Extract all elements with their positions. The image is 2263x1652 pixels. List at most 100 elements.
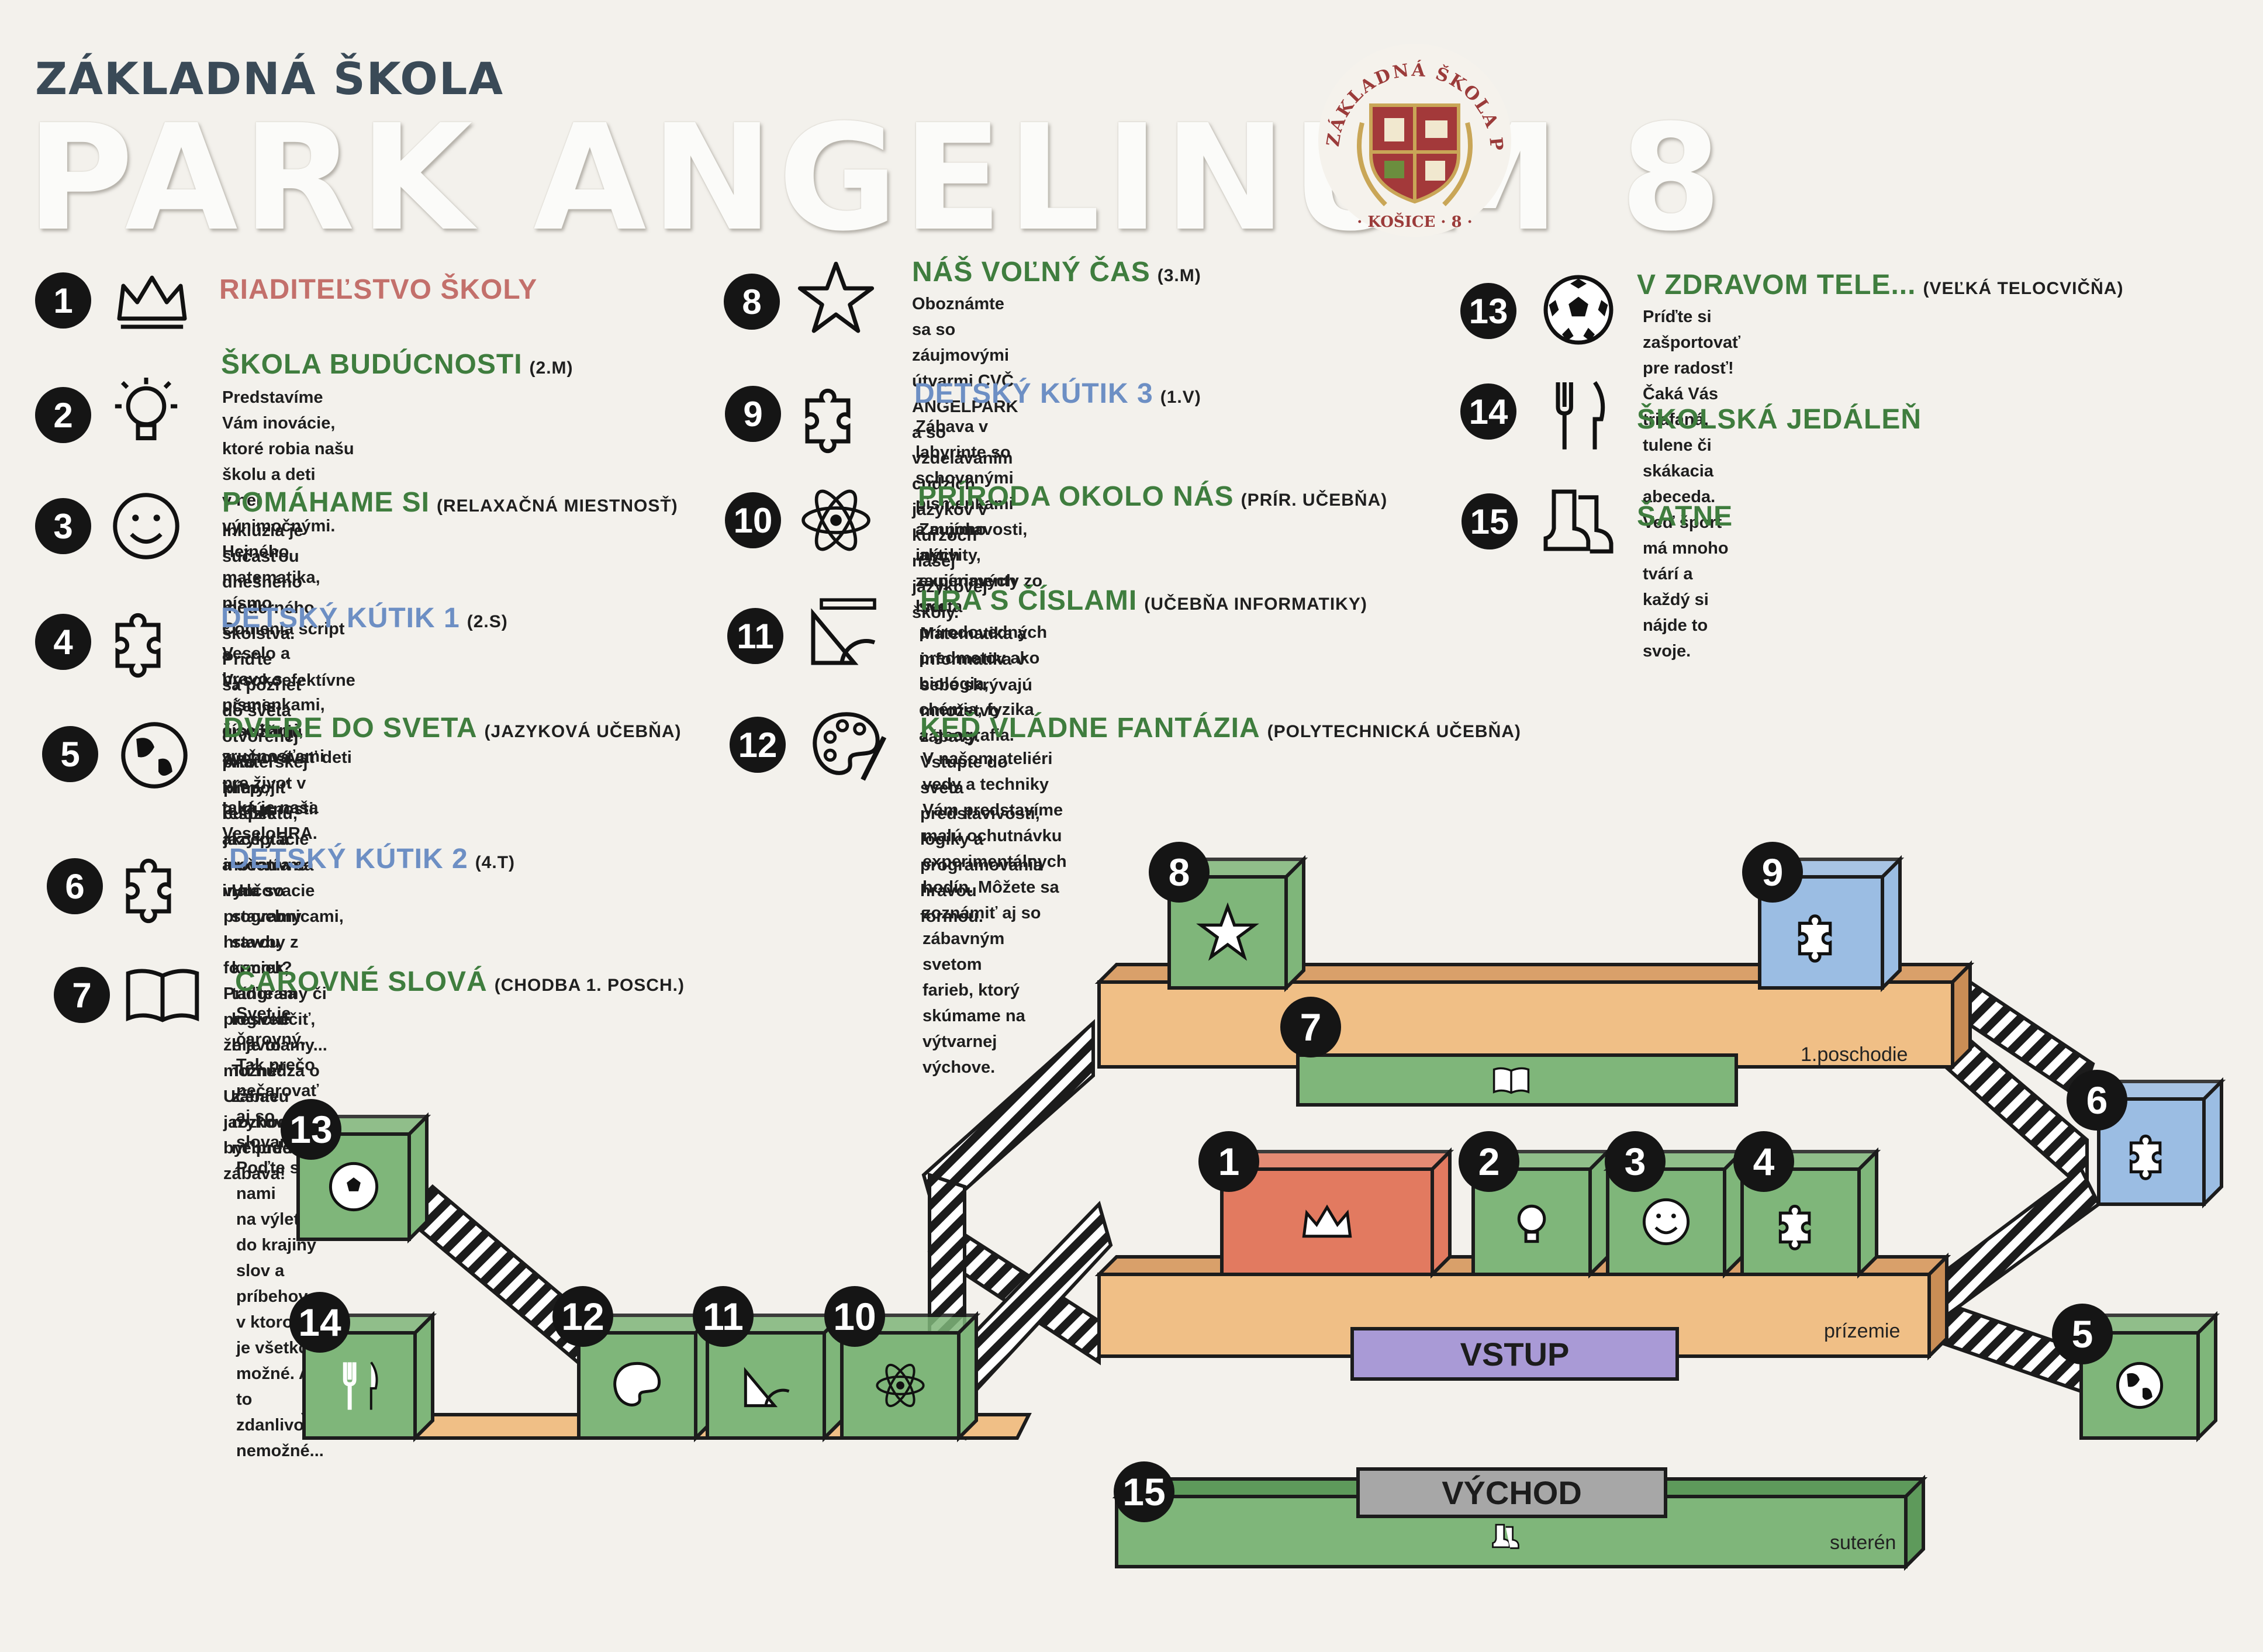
- legend-title-text: KEĎ VLÁDNE FANTÁZIA: [920, 713, 1260, 744]
- crown-icon: [1302, 1204, 1352, 1238]
- desc-line: Inklúzia je súčasťou dnešného moderného …: [222, 521, 315, 669]
- desc-line: Vstúpte do sveta predstavivosti, logiky …: [920, 753, 1043, 875]
- desc-line: Zaujímavosti, aktivity, experimenty zo s…: [919, 520, 1048, 642]
- room-cube-10: [837, 1311, 981, 1443]
- puzzle-icon: [1798, 914, 1832, 963]
- desc-line: Matematika a informatika v sebe skrývajú…: [920, 624, 1032, 746]
- legend-room-label: (4.T): [475, 853, 516, 872]
- geometry-tools-icon: [801, 593, 883, 675]
- legend-title: ŠKOLA BUDÚCNOSTI (2.M): [221, 348, 573, 381]
- atom-icon: [876, 1363, 925, 1408]
- star-icon: [795, 257, 877, 339]
- desc-line: sa pozrieť do sveta otvorenej priateľske…: [222, 676, 308, 823]
- legend-room-label: (2.M): [529, 358, 573, 378]
- desc-line: Zábava v labyrinte so schovanými písmenk…: [915, 417, 1014, 565]
- legend-description: Hra so stavebnicami, stavby z kociek, ta…: [232, 878, 344, 1161]
- map-badge-2: 2: [1459, 1131, 1519, 1192]
- svg-text:· KOŠICE · 8 ·: · KOŠICE · 8 ·: [1357, 212, 1472, 231]
- legend-title: DETSKÝ KÚTIK 2(4.T): [229, 843, 515, 875]
- legend-description: Predstavíme Vám inovácie, ktoré robia na…: [222, 385, 355, 822]
- cube-side: [1431, 1147, 1452, 1279]
- cube-side: [413, 1311, 434, 1443]
- legend-number: 3: [35, 498, 91, 554]
- desc-line: Hra so stavebnicami, stavby z kociek, ta…: [232, 882, 344, 1029]
- globe-icon: [2116, 1361, 2164, 1409]
- legend-room-label: (3.M): [1157, 266, 1201, 285]
- legend-room-label: (1.V): [1160, 388, 1201, 407]
- desc-line: Príďte si zašportovať pre radosť! Čaká V…: [1643, 307, 1740, 481]
- map-badge-12: 12: [552, 1286, 613, 1347]
- desc-line: zdanlivo nemožné...: [236, 1416, 324, 1460]
- desc-line: zaujímavých hier.: [915, 572, 1017, 616]
- legend-number: 6: [47, 858, 103, 914]
- legend-title-text: HRA S ČÍSLAMI: [920, 585, 1138, 616]
- cube-side: [1284, 855, 1305, 993]
- map-badge-4: 4: [1733, 1131, 1794, 1192]
- cube-side: [1881, 855, 1902, 993]
- legend-description: Príďte si zašportovať pre radosť! Čaká V…: [1643, 304, 1740, 664]
- desc-line: Ako prepojiť cudzie jazyky a inovatívne …: [223, 753, 315, 900]
- legend-room-label: (CHODBA 1. POSCH.): [494, 976, 685, 995]
- cube-side: [407, 1112, 429, 1244]
- desc-line: Veselo a hravo s písmenkami, číselkami, …: [222, 644, 325, 792]
- map-badge-15: 15: [1114, 1461, 1174, 1522]
- legend-number: 2: [35, 387, 91, 443]
- upper-floor-slab: [1094, 960, 1975, 1072]
- legend-title-text: ŠATNE: [1637, 501, 1733, 532]
- desc-line: akceptácie a učenia sa inak.: [222, 830, 314, 900]
- legend-title-text: DETSKÝ KÚTIK 1: [221, 603, 460, 634]
- desc-line: farieb, ktorý skúmame na výtvarnej výcho…: [923, 981, 1025, 1077]
- cube-front: [706, 1331, 826, 1440]
- puzzle-icon: [105, 596, 187, 678]
- legend-room-label: (PRÍR. UČEBŇA): [1241, 490, 1388, 510]
- legend-description: Matematika a informatika v sebe skrývajú…: [920, 621, 1043, 929]
- legend-description: V našom ateliéri vedy a techniky Vám pre…: [923, 746, 1067, 1080]
- puzzle-icon: [795, 372, 877, 454]
- desc-line: Comenia script a Vysokoefektívne učenie …: [222, 620, 355, 741]
- room-cube-11: [703, 1311, 847, 1443]
- crown-icon: [111, 257, 193, 339]
- legend-title: RIADITEĽSTVO ŠKOLY: [219, 274, 537, 306]
- legend-number: 12: [730, 717, 786, 773]
- legend-room-label: (POLYTECHNICKÁ UČEBŇA): [1267, 722, 1521, 741]
- legend-number: 10: [725, 492, 781, 548]
- entrance-label: VSTUP: [1460, 1335, 1570, 1373]
- exit-bar: VÝCHOD: [1356, 1467, 1667, 1518]
- map-badge-9: 9: [1742, 842, 1803, 903]
- map-badge-3: 3: [1605, 1131, 1666, 1192]
- legend-room-label: (UČEBŇA INFORMATIKY): [1144, 595, 1367, 614]
- floor-label-upper: 1.poschodie: [1801, 1043, 1908, 1066]
- puzzle-icon: [2129, 1134, 2162, 1180]
- fork-knife-icon: [343, 1361, 378, 1410]
- legend-title-text: POMÁHAME SI: [222, 487, 430, 518]
- exit-label: VÝCHOD: [1442, 1474, 1582, 1511]
- legend-room-label: (VEĽKÁ TELOCVIČŇA): [1923, 279, 2124, 298]
- map-badge-10: 10: [824, 1286, 885, 1347]
- legend-title-text: V ZDRAVOM TELE...: [1637, 269, 1916, 300]
- legend-number: 9: [725, 386, 781, 442]
- desc-line: programy hravou formou? Príďte sa presve…: [223, 907, 316, 1055]
- cube-side: [1857, 1147, 1878, 1279]
- legend-title: NÁŠ VOĽNÝ ČAS(3.M): [912, 256, 1201, 288]
- desc-line: hlavolamy... Tu núdza o zábavu rozhodne …: [232, 1036, 327, 1157]
- legend-title-text: PRÍRODA OKOLO NÁS: [918, 481, 1234, 512]
- legend-number: 15: [1462, 493, 1518, 549]
- smiley-icon: [105, 485, 187, 567]
- fork-knife-icon: [1538, 374, 1619, 456]
- legend-number: 8: [724, 274, 780, 330]
- legend-title-text: ŠKOLA BUDÚCNOSTI: [221, 349, 523, 380]
- desc-line: Predstavíme Vám inovácie, ktoré robia na…: [222, 388, 354, 484]
- desc-line: Svet je čarovný. Tak prečo nečarovať aj …: [236, 1004, 319, 1203]
- school-seal-logo: ZÁKLADNÁ ŠKOLA PARK ANGELINUM · KOŠICE ·…: [1315, 41, 1511, 237]
- atom-icon: [795, 479, 877, 561]
- legend-title: DVERE DO SVETA(JAZYKOVÁ UČEBŇA): [223, 712, 682, 744]
- legend-title-text: DETSKÝ KÚTIK 3: [914, 378, 1153, 409]
- desc-line: a so vzdelávaním cudzích jazykov v kurzo…: [912, 423, 1013, 596]
- legend-number: 11: [727, 608, 783, 664]
- legend-title: V ZDRAVOM TELE... (VEĽKÁ TELOCVIČŇA): [1637, 269, 2123, 301]
- legend-number: 5: [42, 726, 98, 782]
- legend-title-text: DVERE DO SVETA: [223, 713, 478, 744]
- map-badge-11: 11: [693, 1286, 754, 1347]
- floor-label-ground: prízemie: [1824, 1320, 1901, 1342]
- legend-description: Oboznámte sa so záujmovými útvarmi CVČ A…: [912, 291, 1018, 625]
